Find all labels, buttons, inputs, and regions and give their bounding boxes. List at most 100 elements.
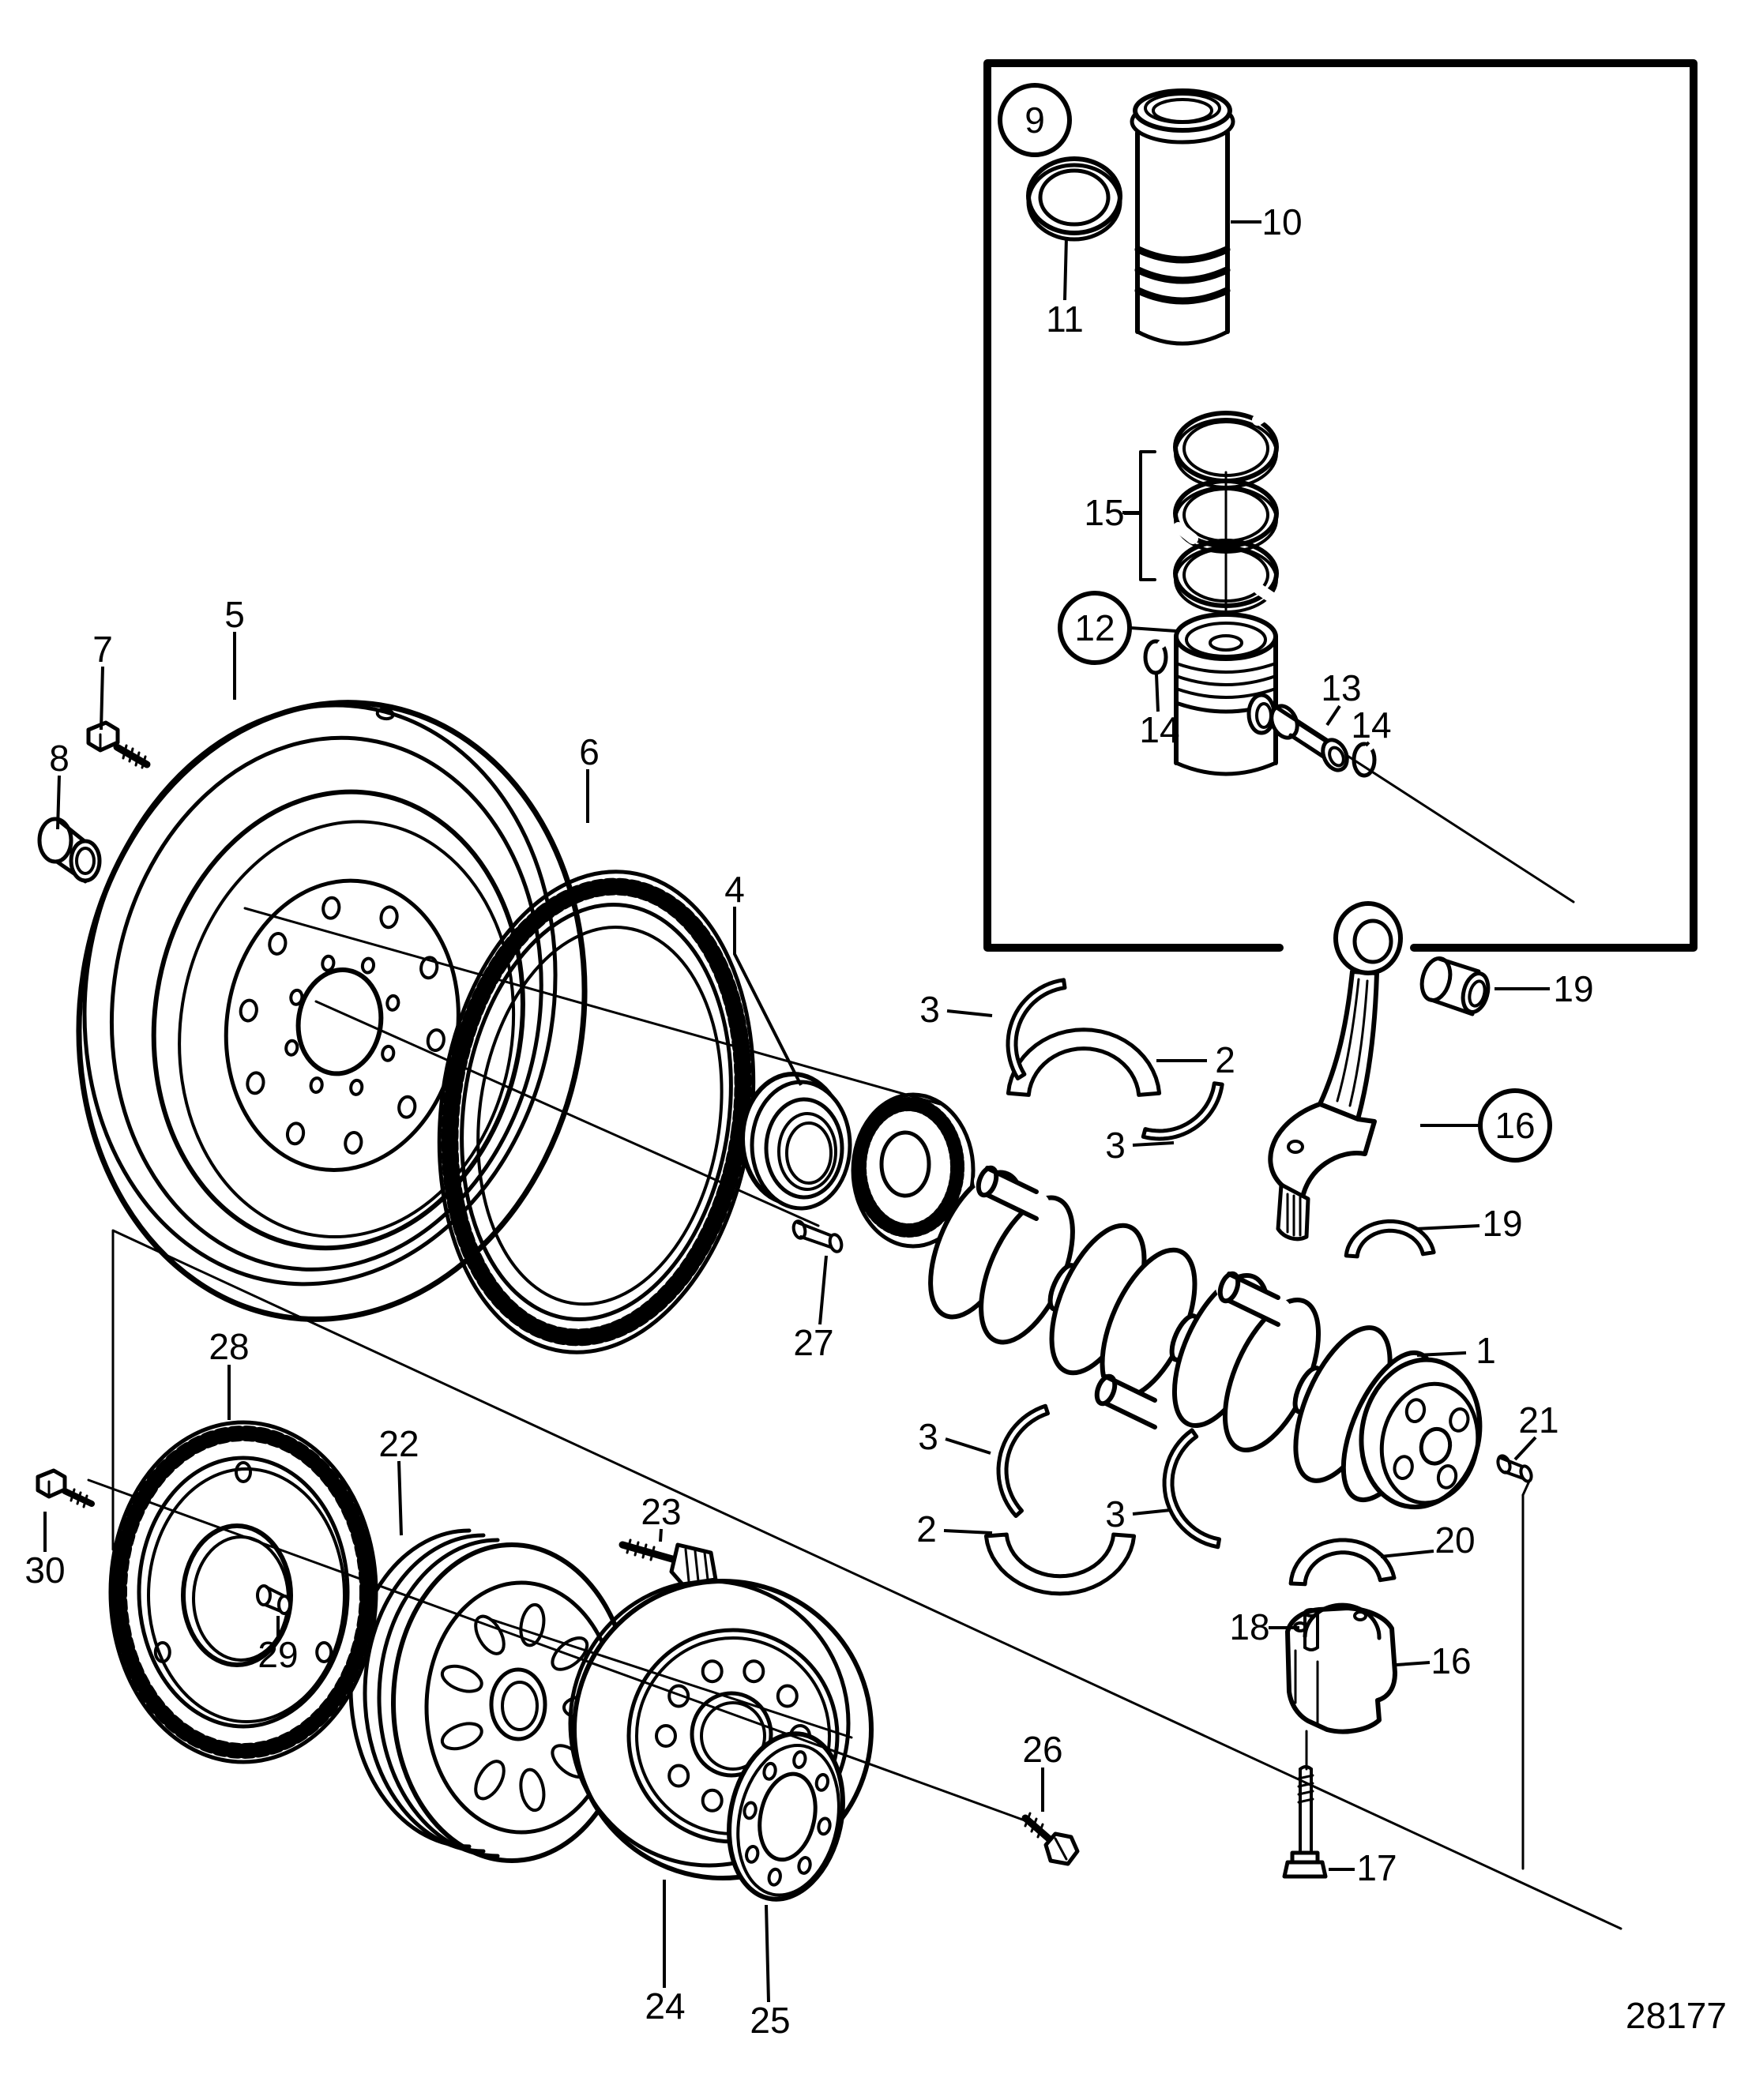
bearing-shell: [1141, 1081, 1224, 1141]
face-hole: [360, 956, 376, 975]
face-hole: [153, 1641, 171, 1663]
callout-circle: [1058, 591, 1132, 665]
callout-17: 17: [1329, 1847, 1397, 1888]
face-hole: [474, 1760, 506, 1801]
face-hole: [309, 1076, 324, 1094]
leader-line: [765, 1904, 770, 2003]
callout-label: 12: [1074, 607, 1115, 648]
callout-21: 21: [1513, 1399, 1559, 1461]
callout-1: 1: [1416, 1330, 1496, 1371]
face-hole: [239, 998, 258, 1023]
callout-24: 24: [645, 1880, 686, 2027]
dowel-pin: [1303, 1608, 1319, 1651]
main-bearing-cap: [1285, 1602, 1397, 1734]
face-hole: [743, 1659, 765, 1684]
face-hole: [519, 1768, 546, 1813]
callout-label: 3: [1105, 1493, 1126, 1535]
callout-circle: [1478, 1088, 1552, 1163]
leader-line: [1130, 626, 1177, 633]
callout-label: 28: [209, 1326, 249, 1367]
leader-line: [1415, 1224, 1480, 1230]
face-hole: [667, 1764, 690, 1788]
reluctor-gear: [108, 1420, 378, 1764]
pulley-flange-washer: [727, 1731, 845, 1902]
callout-label: 19: [1553, 968, 1593, 1009]
bearing-shell: [1288, 1538, 1397, 1587]
callout-23: 23: [641, 1491, 682, 1542]
face-hole: [767, 1867, 782, 1887]
callout-label: 27: [793, 1322, 833, 1363]
crankshaft-seal: [740, 1072, 852, 1211]
callout-label: 13: [1321, 667, 1361, 708]
face-hole: [321, 954, 336, 972]
face-hole: [246, 1071, 265, 1095]
leader-line: [100, 666, 104, 731]
callout-label: 7: [92, 629, 113, 670]
callout-10: 10: [1231, 201, 1303, 242]
callout-label: 5: [224, 594, 245, 635]
callout-16: 16: [1396, 1640, 1472, 1681]
face-hole: [817, 1816, 832, 1836]
flange-bolt: [1021, 1812, 1080, 1866]
callout-26: 26: [1022, 1729, 1063, 1812]
callout-14: 14: [1139, 674, 1180, 750]
leader-line: [1513, 1436, 1537, 1461]
face-hole: [397, 1095, 417, 1119]
sealing-ring: [1026, 156, 1122, 242]
callout-22: 22: [378, 1423, 419, 1536]
bearing-shells: [983, 978, 1436, 1596]
leader-line: [1325, 704, 1341, 727]
face-hole: [284, 1039, 299, 1057]
bearing-shell: [983, 1532, 1137, 1596]
face-hole: [701, 1788, 724, 1813]
face-hole: [551, 1636, 589, 1671]
face-hole: [379, 905, 399, 930]
callout-label: 17: [1356, 1847, 1397, 1888]
callout-label: 14: [1139, 709, 1179, 750]
callout-11: 11: [1046, 236, 1084, 340]
callout-label: 26: [1022, 1729, 1062, 1770]
callout-label: 11: [1046, 299, 1084, 340]
crankshaft-gear: [851, 1092, 976, 1249]
face-hole: [344, 1130, 363, 1155]
cap-bolt: [1282, 1765, 1328, 1879]
piston: [1174, 612, 1278, 776]
callout-2: 2: [916, 1508, 993, 1550]
face-hole: [1393, 1455, 1414, 1480]
gear-pin: [256, 1584, 291, 1615]
face-hole: [349, 1078, 364, 1096]
leader-line: [733, 907, 803, 1086]
callout-label: 18: [1229, 1606, 1269, 1647]
callout-9: 9: [998, 83, 1072, 157]
face-hole: [1436, 1463, 1458, 1490]
callout-label: 1: [1476, 1330, 1496, 1371]
small-end-bushing: [1419, 956, 1491, 1016]
callout-label: 4: [724, 869, 745, 910]
callout-29: 29: [258, 1616, 299, 1675]
woodruff-key: [791, 1219, 844, 1253]
piston-pin: [1269, 704, 1349, 772]
inset-box: [983, 59, 1698, 952]
bearing-shell: [1344, 1219, 1436, 1259]
leader-line: [1155, 674, 1160, 712]
face-hole: [776, 1684, 799, 1708]
callout-3: 3: [919, 989, 993, 1030]
callout-3: 3: [1105, 1125, 1175, 1166]
callout-label: 22: [378, 1423, 419, 1464]
callout-3: 3: [1105, 1493, 1171, 1535]
leader-line: [1132, 1141, 1175, 1147]
face-hole: [268, 931, 288, 956]
ring-set-bracket: [1139, 450, 1156, 581]
face-hole: [701, 1659, 724, 1684]
crankshaft-pulley: [348, 1528, 633, 1863]
face-hole: [743, 1801, 758, 1820]
leader-line: [659, 1528, 663, 1542]
callout-label: 2: [916, 1508, 937, 1550]
face-hole: [385, 994, 400, 1012]
face-hole: [289, 988, 304, 1006]
bearing-shell: [1006, 1027, 1162, 1097]
leader-line: [1063, 236, 1068, 301]
callout-18: 18: [1229, 1606, 1299, 1647]
leader-line: [1364, 741, 1370, 747]
